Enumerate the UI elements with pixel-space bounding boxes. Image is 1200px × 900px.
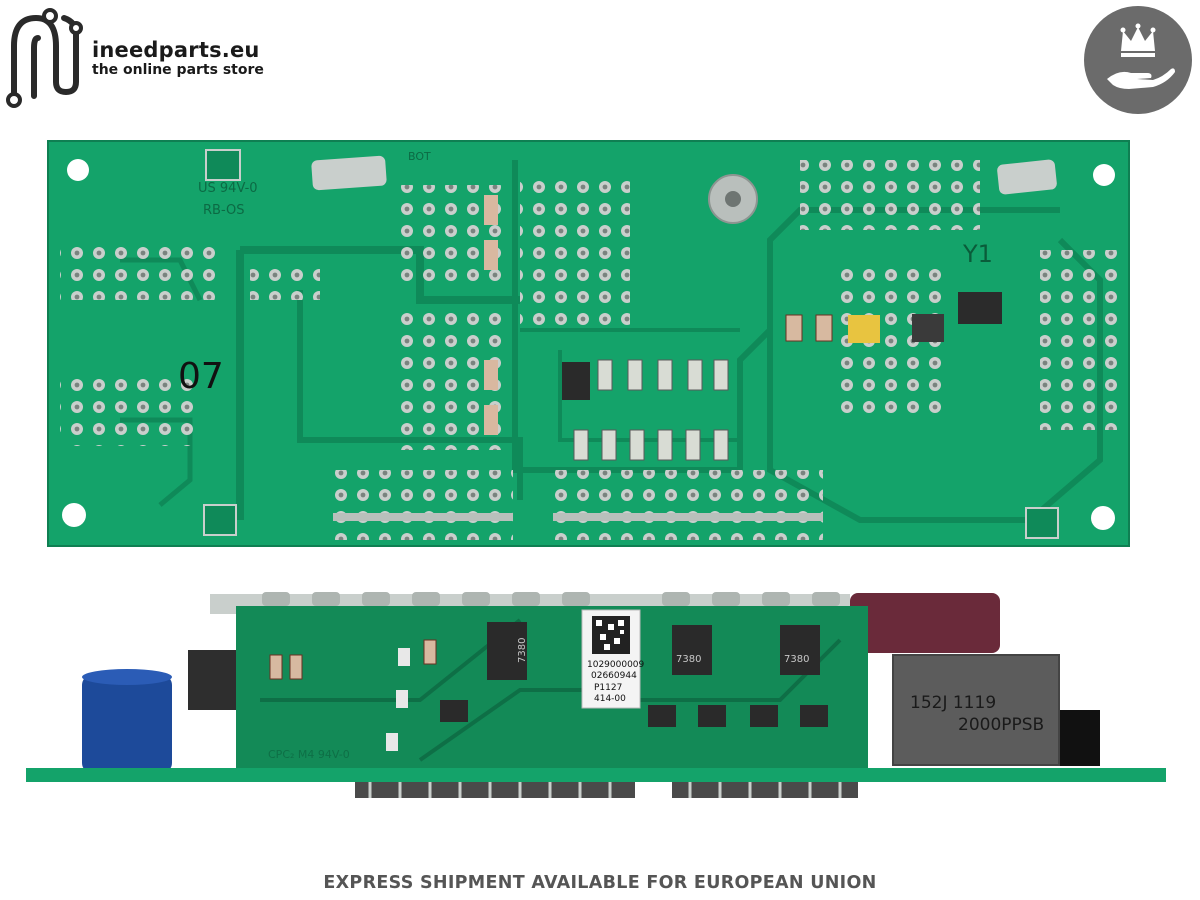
shipping-banner: EXPRESS SHIPMENT AVAILABLE FOR EUROPEAN … (323, 873, 877, 893)
y1-marking: Y1 (962, 240, 993, 268)
label-line-2: 02660944 (591, 671, 637, 681)
pcb-board-side: 7380 7380 7380 CPC₂ M4 94V-0 1029000009 … (26, 592, 1166, 798)
label-line-4: 414-00 (594, 694, 626, 704)
capacitor-code-2: 2000PPSB (958, 715, 1044, 735)
brand-logo[interactable]: ineedparts.eu the online parts store (4, 4, 294, 114)
brand-tagline: the online parts store (92, 62, 264, 78)
capacitor-code-1: 152J 1119 (910, 693, 996, 713)
pcb-mark: CPC₂ M4 94V-0 (268, 748, 350, 761)
board-number-marking: 07 (178, 356, 224, 397)
ineedparts-logo-icon (6, 8, 83, 108)
chip-code-1: 7380 (517, 638, 528, 663)
pcb-board-top: 07 BOT US 94V-0 RB-OS Y1 (47, 140, 1130, 547)
chip-code-3: 7380 (784, 654, 809, 665)
brand-name: ineedparts.eu (92, 38, 260, 62)
ul-marking-2: RB-OS (203, 203, 245, 218)
label-line-3: P1127 (594, 683, 622, 693)
premium-badge (1083, 5, 1193, 115)
label-line-1: 1029000009 (587, 660, 645, 670)
crown-hand-icon (1084, 6, 1192, 114)
chip-code-2: 7380 (676, 654, 701, 665)
ul-marking: US 94V-0 (198, 181, 258, 196)
bot-marking: BOT (408, 150, 431, 163)
